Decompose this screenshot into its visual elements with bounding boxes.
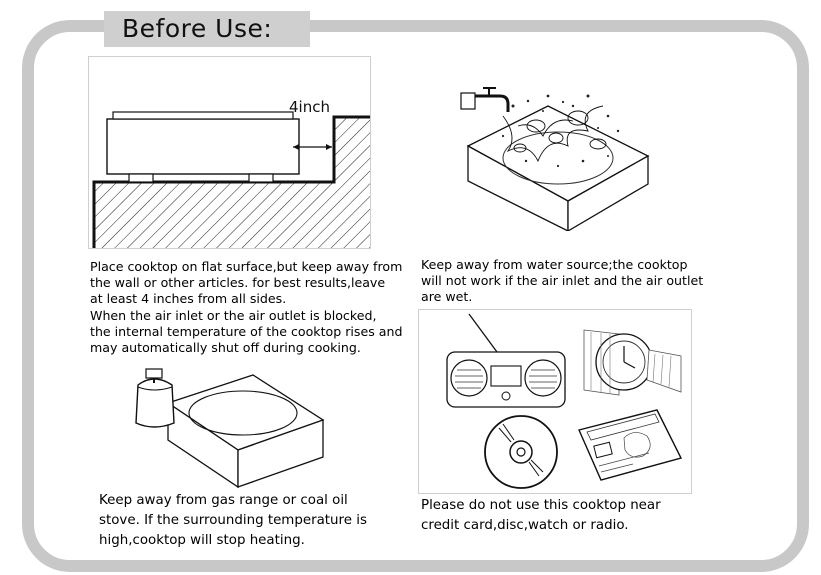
instruction-flat-surface: Place cooktop on flat surface,but keep a…: [90, 259, 403, 356]
gas-cylinder-illustration: [128, 365, 328, 490]
faucet-water-splash-illustration: [458, 66, 658, 231]
instruction-water: Keep away from water source;the cooktop …: [421, 257, 704, 305]
clearance-label: 4inch: [289, 98, 330, 116]
cooktop-wall-clearance-diagram: 4inch: [88, 56, 371, 249]
radio-icon: [446, 313, 566, 408]
instruction-devices: Please do not use this cooktop near cred…: [421, 498, 661, 533]
disc-icon: [484, 415, 558, 489]
devices-illustration: [418, 309, 692, 494]
instruction-gas: Keep away from gas range or coal oil sto…: [99, 493, 367, 548]
title-tab: [104, 11, 310, 47]
page-title: Before Use:: [122, 14, 273, 43]
watch-icon: [583, 329, 682, 396]
credit-card-icon: [578, 409, 683, 481]
